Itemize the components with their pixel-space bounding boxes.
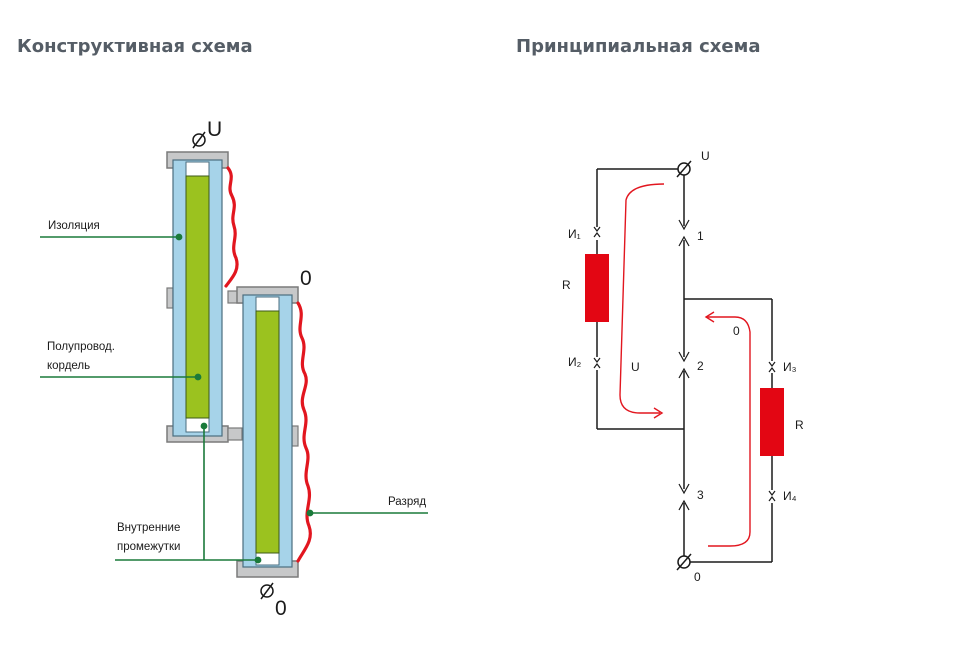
gap-number-1: 1 [697, 229, 704, 243]
discharge-upper [224, 166, 239, 288]
principal-diagram: U 0 1 2 3 R R И₁ И₂ И₃ И₄ U 0 [562, 149, 804, 584]
principal-terminal-bottom-symbol [676, 553, 692, 571]
resistor-left-label: R [562, 278, 571, 292]
gap-mark-i3-label: И₃ [783, 360, 797, 374]
constructive-diagram: U 0 0 Изоляция Полупровод. кордель Внутр… [40, 118, 428, 620]
gaps-label-line2: промежутки [117, 541, 181, 553]
insulation-leader-dot [175, 233, 183, 241]
gap-3-arrows [678, 483, 690, 511]
current-path-zero-arrowhead [704, 311, 715, 323]
mark-i2 [593, 357, 601, 369]
upper-semiconductor-cord [185, 175, 210, 419]
discharge-lower [296, 301, 312, 563]
resistor-right [760, 388, 784, 456]
terminal-bottom-label: 0 [275, 597, 287, 620]
principal-terminal-top-label: U [701, 149, 710, 163]
insulation-label: Изоляция [48, 220, 100, 232]
lower-gap-top [255, 296, 280, 312]
mark-i1 [593, 226, 601, 238]
mark-i3 [768, 361, 776, 373]
terminal-top-symbol [192, 131, 206, 149]
principal-terminal-top-symbol [676, 160, 692, 178]
cord-leader-dot [194, 373, 202, 381]
gap-mark-i2-label: И₂ [568, 355, 582, 369]
lower-side-tab-right [291, 425, 299, 447]
gap-2-arrows [678, 351, 690, 379]
module-connector-lower [227, 427, 243, 441]
upper-module [166, 151, 229, 443]
current-path-u [619, 183, 665, 414]
resistor-left [585, 254, 609, 322]
terminal-top-label: U [207, 118, 222, 141]
constructive-diagram-title: Конструктивная схема [17, 36, 253, 57]
resistor-right-label: R [795, 418, 804, 432]
cord-label-line1: Полупровод. [47, 341, 115, 353]
current-path-zero [706, 316, 751, 547]
gap-mark-i4-label: И₄ [783, 489, 797, 503]
lower-module [236, 286, 299, 578]
discharge-label: Разряд [388, 496, 426, 508]
gap-number-3: 3 [697, 488, 704, 502]
cord-label-line2: кордель [47, 360, 90, 372]
lower-semiconductor-cord [255, 310, 280, 554]
current-zero-label: 0 [733, 324, 740, 338]
discharge-leader-dot [306, 509, 314, 517]
gaps-label-line1: Внутренние [117, 522, 180, 534]
upper-gap-top [185, 161, 210, 177]
terminal-middle-label: 0 [300, 267, 312, 290]
upper-side-tab-left [166, 287, 174, 309]
current-path-u-arrowhead [653, 407, 664, 419]
gaps-leader-dot-lower [254, 556, 262, 564]
gap-mark-i1-label: И₁ [568, 227, 581, 241]
current-u-label: U [631, 360, 640, 374]
gaps-leader-dot-upper [200, 422, 208, 430]
terminal-bottom-symbol [260, 582, 274, 600]
gap-1-arrows [678, 219, 690, 247]
mark-i4 [768, 490, 776, 502]
gap-number-2: 2 [697, 359, 704, 373]
principal-diagram-title: Принципиальная схема [516, 36, 761, 57]
principal-terminal-bottom-label: 0 [694, 570, 701, 584]
